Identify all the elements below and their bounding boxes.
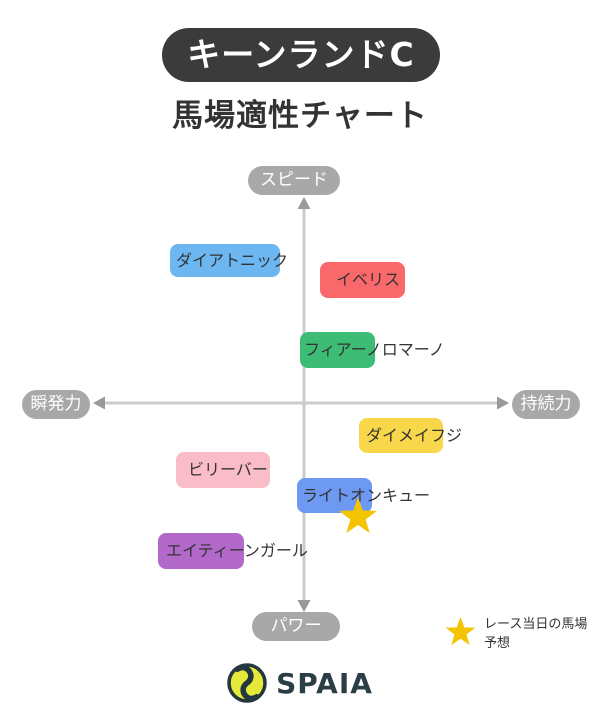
axis-label-burst: 瞬発力 bbox=[22, 390, 90, 419]
axis-label-speed: スピード bbox=[248, 166, 340, 195]
horse-label-fiano-romano: フィアーノロマーノ bbox=[300, 332, 445, 368]
horse-label-iberis: イベリス bbox=[320, 262, 405, 298]
forecast-star-icon bbox=[338, 497, 378, 534]
legend-label: レース当日の馬場予想 bbox=[484, 617, 588, 651]
axis-label-stamina: 持続力 bbox=[512, 390, 580, 419]
brand-name: SPAIA bbox=[276, 666, 373, 700]
spaia-logo-icon bbox=[227, 663, 267, 703]
horse-label-daimei-fuji: ダイメイフジ bbox=[359, 418, 462, 453]
horse-label-believer: ビリーバー bbox=[176, 452, 270, 488]
axis-arrow-left-icon bbox=[93, 396, 105, 410]
horse-label-diatonic: ダイアトニック bbox=[170, 244, 288, 277]
brand-footer: SPAIA bbox=[0, 663, 600, 703]
axis-arrow-up-icon bbox=[297, 197, 311, 209]
axis-arrow-down-icon bbox=[297, 600, 311, 612]
race-title-pill: キーンランドC bbox=[162, 28, 440, 82]
legend: レース当日の馬場予想 bbox=[444, 613, 600, 651]
axis-arrow-right-icon bbox=[497, 396, 509, 410]
chart-subtitle: 馬場適性チャート bbox=[172, 98, 428, 134]
horse-label-eighteen-girl: エイティーンガール bbox=[158, 533, 308, 569]
axis-label-power: パワー bbox=[252, 612, 340, 641]
legend-star-icon bbox=[445, 616, 476, 645]
